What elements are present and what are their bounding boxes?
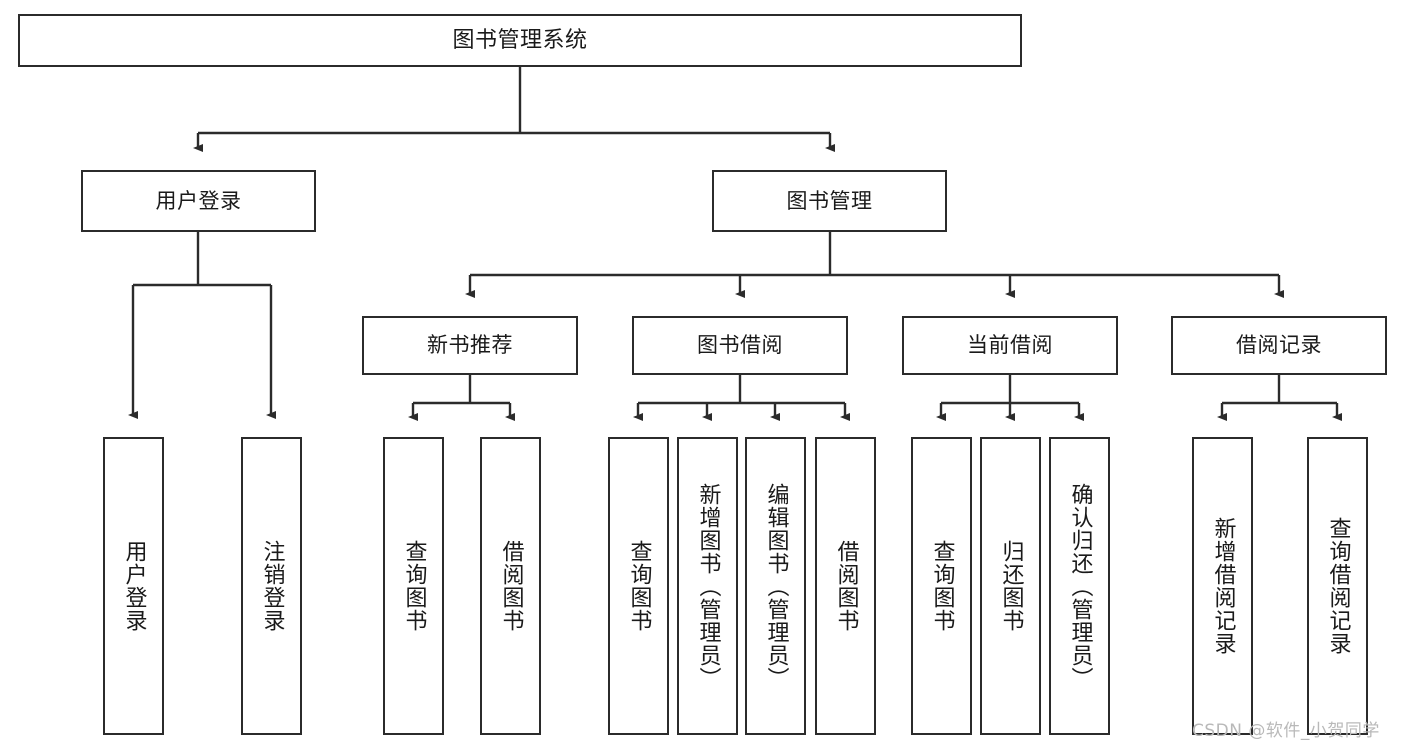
node-label: 借阅图书 xyxy=(498,540,524,632)
node-label: 查询图书 xyxy=(401,540,427,632)
node-label: 确认归还（管理员） xyxy=(1067,482,1093,690)
node-book-management[interactable]: 图书管理 xyxy=(712,170,947,232)
node-root-book-management-system[interactable]: 图书管理系统 xyxy=(18,14,1022,67)
leaf-new-book-borrow-book[interactable]: 借阅图书 xyxy=(480,437,541,735)
node-label: 归还图书 xyxy=(998,540,1024,632)
node-label: 新增图书（管理员） xyxy=(695,482,721,690)
node-label: 查询图书 xyxy=(929,540,955,632)
node-label: 借阅图书 xyxy=(833,540,859,632)
leaf-book-borrow-borrow-book[interactable]: 借阅图书 xyxy=(815,437,876,735)
node-label: 查询图书 xyxy=(626,540,652,632)
node-new-book-recommend[interactable]: 新书推荐 xyxy=(362,316,578,375)
node-label: 图书借阅 xyxy=(697,333,783,357)
node-borrow-record[interactable]: 借阅记录 xyxy=(1171,316,1387,375)
node-label: 新书推荐 xyxy=(427,333,513,357)
node-label: 注销登录 xyxy=(259,540,285,632)
leaf-current-borrow-confirm-return-admin[interactable]: 确认归还（管理员） xyxy=(1049,437,1110,735)
node-label: 图书管理 xyxy=(786,188,873,213)
node-label: 编辑图书（管理员） xyxy=(763,482,789,690)
node-label: 当前借阅 xyxy=(967,333,1053,357)
leaf-new-book-query-book[interactable]: 查询图书 xyxy=(383,437,444,735)
node-label: 查询借阅记录 xyxy=(1325,517,1351,655)
leaf-book-borrow-add-book-admin[interactable]: 新增图书（管理员） xyxy=(677,437,738,735)
leaf-borrow-record-query-record[interactable]: 查询借阅记录 xyxy=(1307,437,1368,735)
leaf-user-login-logout[interactable]: 注销登录 xyxy=(241,437,302,735)
node-current-borrow[interactable]: 当前借阅 xyxy=(902,316,1118,375)
node-label: 新增借阅记录 xyxy=(1210,517,1236,655)
leaf-book-borrow-query-book[interactable]: 查询图书 xyxy=(608,437,669,735)
node-label: 用户登录 xyxy=(121,540,147,632)
node-label: 图书管理系统 xyxy=(452,27,588,53)
node-label: 借阅记录 xyxy=(1236,333,1322,357)
leaf-current-borrow-query-book[interactable]: 查询图书 xyxy=(911,437,972,735)
node-book-borrow[interactable]: 图书借阅 xyxy=(632,316,848,375)
node-user-login[interactable]: 用户登录 xyxy=(81,170,316,232)
leaf-current-borrow-return-book[interactable]: 归还图书 xyxy=(980,437,1041,735)
leaf-user-login-login[interactable]: 用户登录 xyxy=(103,437,164,735)
csdn-watermark: CSDN @软件_小贺同学 xyxy=(1192,721,1380,741)
node-label: 用户登录 xyxy=(155,188,242,213)
leaf-book-borrow-edit-book-admin[interactable]: 编辑图书（管理员） xyxy=(745,437,806,735)
leaf-borrow-record-add-record[interactable]: 新增借阅记录 xyxy=(1192,437,1253,735)
